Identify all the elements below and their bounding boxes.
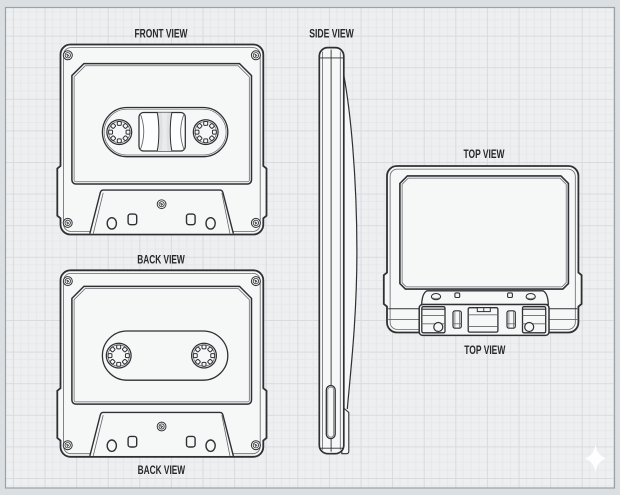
svg-text:BACK VIEW: BACK VIEW bbox=[137, 253, 185, 267]
svg-text:TOP VIEW: TOP VIEW bbox=[464, 147, 505, 161]
svg-text:TOP VIEW: TOP VIEW bbox=[464, 343, 505, 357]
svg-text:BACK VIEW: BACK VIEW bbox=[138, 463, 186, 477]
svg-text:FRONT VIEW: FRONT VIEW bbox=[135, 27, 188, 41]
svg-text:SIDE VIEW: SIDE VIEW bbox=[309, 26, 354, 40]
